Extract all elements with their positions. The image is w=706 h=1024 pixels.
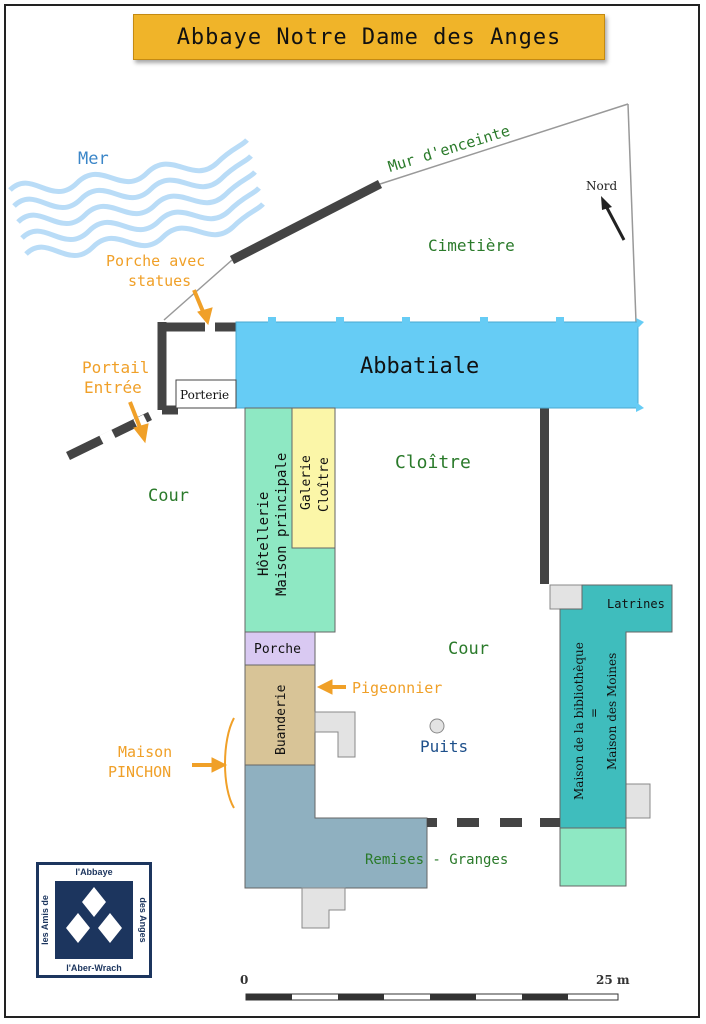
bibliotheque-annex (559, 827, 627, 887)
label-cimetiere: Cimetière (428, 236, 515, 255)
label-bibliotheque-3: Maison des Moines (605, 653, 619, 770)
scale-label-start: 0 (240, 973, 248, 987)
porterie-building (175, 379, 237, 409)
annex-grey-2 (301, 887, 346, 929)
label-buanderie: Buanderie (274, 684, 289, 755)
label-puits: Puits (420, 737, 468, 756)
label-portail-1: Portail (82, 358, 149, 377)
label-pigeonnier: Pigeonnier (352, 679, 442, 697)
porche-building (244, 631, 316, 666)
label-bibliotheque-1: Maison de la bibliothèque (572, 642, 586, 800)
label-maison-pinchon-1: Maison (118, 743, 172, 761)
cloister-east-wall (540, 408, 549, 584)
logo-text-top: l'Abbaye (75, 867, 113, 877)
scale-label-end: 25 m (596, 973, 630, 987)
sea-waves (8, 138, 265, 259)
label-hotellerie-1: Hôtellerie (256, 492, 272, 576)
orange-arrows (128, 289, 346, 809)
logo-text-right: des Anges (138, 897, 148, 943)
remises-granges-building (244, 764, 428, 889)
abbatiale-building (235, 317, 644, 412)
label-cour-left: Cour (148, 486, 189, 506)
label-cloitre: Cloître (395, 452, 471, 473)
label-galerie-1: Galerie (299, 455, 314, 510)
annex-grey-3 (549, 584, 583, 610)
logo-text-bottom: l'Aber-Wrach (66, 963, 122, 973)
label-galerie-2: Cloître (317, 457, 332, 512)
label-portail-2: Entrée (84, 378, 142, 397)
label-porche: Porche (254, 642, 301, 657)
galerie-cloitre-building (291, 407, 336, 549)
scale-bar (245, 993, 619, 1001)
label-abbatiale: Abbatiale (360, 354, 479, 379)
label-hotellerie-2: Maison principale (274, 453, 290, 596)
diamonds-icon (66, 887, 122, 943)
south-wall (427, 818, 560, 827)
label-porterie: Porterie (180, 388, 229, 402)
label-latrines: Latrines (607, 597, 665, 611)
association-logo: l'Abbaye les Amis de des Anges l'Aber-Wr… (36, 862, 152, 978)
label-cour-center: Cour (448, 639, 489, 659)
label-maison-pinchon-2: PINCHON (108, 763, 171, 781)
label-porche-statues-2: statues (128, 272, 191, 290)
map-title: Abbaye Notre Dame des Anges (133, 14, 605, 60)
puits-well (429, 718, 445, 734)
label-remises-granges: Remises - Granges (365, 852, 508, 868)
buanderie-building (244, 664, 316, 766)
label-porche-statues-1: Porche avec (106, 252, 205, 270)
label-nord: Nord (586, 179, 617, 193)
logo-emblem (55, 881, 133, 959)
enclosure-wall-thin (163, 103, 637, 323)
annex-grey-4 (625, 783, 651, 819)
label-mur-enceinte: Mur d'enceinte (386, 122, 512, 176)
label-mer: Mer (78, 149, 109, 169)
logo-text-left: les Amis de (40, 895, 50, 945)
annex-grey-1 (314, 711, 356, 758)
label-bibliotheque-2: = (587, 708, 601, 718)
north-arrow (601, 196, 626, 241)
